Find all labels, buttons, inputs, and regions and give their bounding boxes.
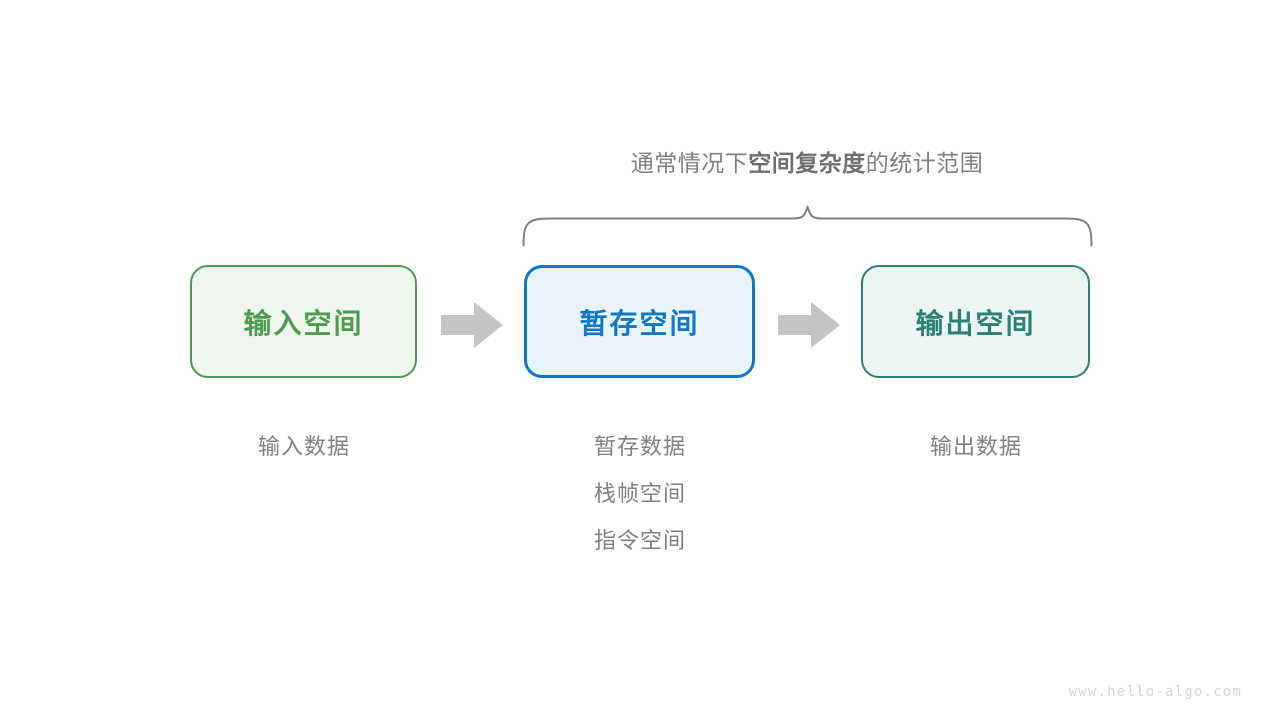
box-input-space[interactable]: 输入空间 [190,265,417,378]
scope-title-text: 通常情况下空间复杂度的统计范围 [631,146,984,180]
caption-item: 暂存数据 [593,434,686,459]
box-input-space-label: 输入空间 [243,307,364,339]
scope-title-suffix: 的统计范围 [865,150,984,176]
caption-item: 输入数据 [257,434,350,459]
scope-title: 通常情况下空间复杂度的统计范围 [0,146,1280,180]
box-output-space-label: 输出空间 [915,307,1036,339]
arrow-right-icon [778,302,840,348]
scope-brace [522,205,1093,247]
caption-group-output: 输出数据 [856,423,1096,470]
box-temp-space-label: 暂存空间 [579,307,700,339]
arrow-right-icon [441,302,503,348]
watermark: www.hello-algo.com [1068,684,1242,700]
caption-group-temp: 暂存数据 栈帧空间 指令空间 [520,423,760,564]
caption-item: 输出数据 [929,434,1022,459]
box-temp-space[interactable]: 暂存空间 [524,265,755,378]
caption-group-input: 输入数据 [184,423,424,470]
scope-title-emphasis: 空间复杂度 [748,150,866,176]
caption-item: 栈帧空间 [593,481,686,506]
box-output-space[interactable]: 输出空间 [861,265,1090,378]
caption-item: 指令空间 [593,528,686,553]
scope-title-prefix: 通常情况下 [630,150,749,176]
